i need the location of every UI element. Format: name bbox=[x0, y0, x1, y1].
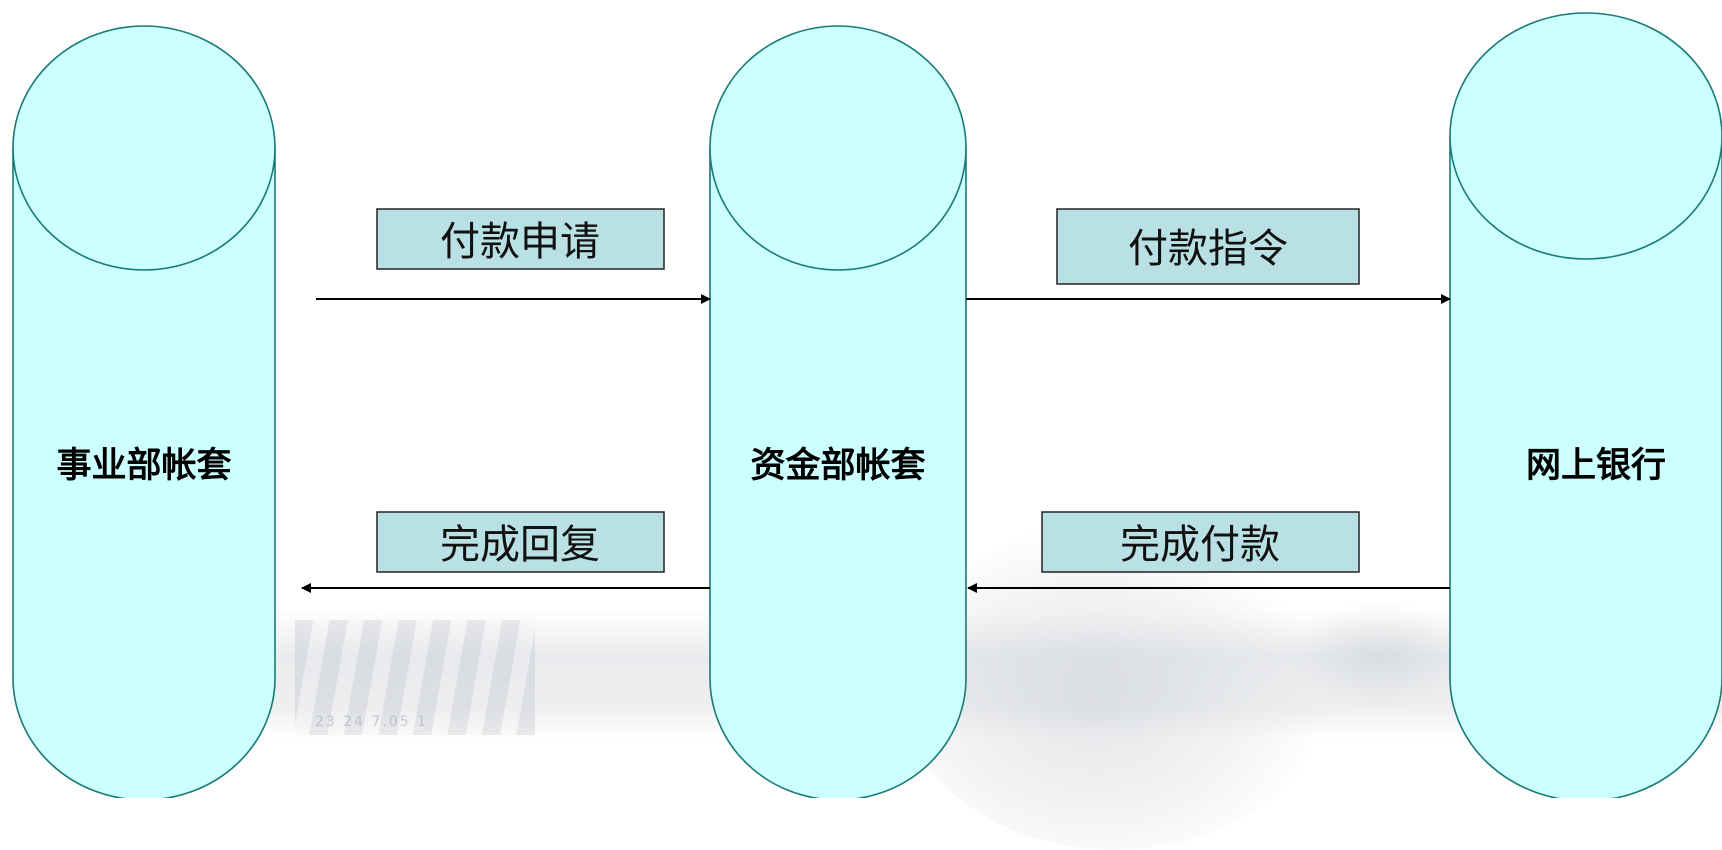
background-books-image bbox=[295, 620, 535, 735]
cylinder-body bbox=[12, 147, 276, 798]
flow-label-box bbox=[1041, 511, 1360, 573]
cylinder-treasury: 资金部帐套 bbox=[709, 25, 967, 798]
flow-payment-completed: 完成付款 bbox=[967, 511, 1450, 593]
flow-label-box bbox=[376, 511, 665, 573]
cylinder-body bbox=[709, 147, 967, 798]
cylinder-top bbox=[709, 25, 967, 271]
flow-diagram: 事业部帐套 资金部帐套 网上银行 付款申请 付款指令 bbox=[12, 12, 1722, 798]
flow-payment-instruction: 付款指令 bbox=[966, 208, 1451, 304]
background-globe-image bbox=[900, 520, 1330, 850]
node-label-treasury: 资金部帐套 bbox=[750, 445, 925, 486]
cylinder-top bbox=[1449, 12, 1722, 260]
cylinder-body bbox=[1449, 135, 1722, 798]
cylinder-business-unit: 事业部帐套 bbox=[12, 25, 276, 798]
flow-payment-request: 付款申请 bbox=[316, 208, 711, 304]
diagram-canvas: 23 24 7.05 1 事业部帐套 资金部帐套 网上银行 付 bbox=[12, 12, 1722, 850]
flow-label-payment-instruction: 付款指令 bbox=[1128, 226, 1288, 272]
node-label-business-unit: 事业部帐套 bbox=[56, 446, 231, 486]
flow-label-box bbox=[376, 208, 665, 270]
background-handshake-image bbox=[1290, 600, 1470, 710]
flow-completion-reply: 完成回复 bbox=[301, 511, 710, 593]
flow-label-completion-reply: 完成回复 bbox=[440, 522, 600, 568]
flow-label-payment-request: 付款申请 bbox=[440, 219, 600, 265]
node-label-online-bank: 网上银行 bbox=[1526, 446, 1666, 486]
cylinder-online-bank: 网上银行 bbox=[1449, 12, 1722, 798]
cylinder-top bbox=[12, 25, 276, 271]
flow-label-payment-completed: 完成付款 bbox=[1120, 522, 1280, 568]
flow-label-box bbox=[1056, 208, 1360, 285]
background-digits: 23 24 7.05 1 bbox=[315, 714, 429, 730]
